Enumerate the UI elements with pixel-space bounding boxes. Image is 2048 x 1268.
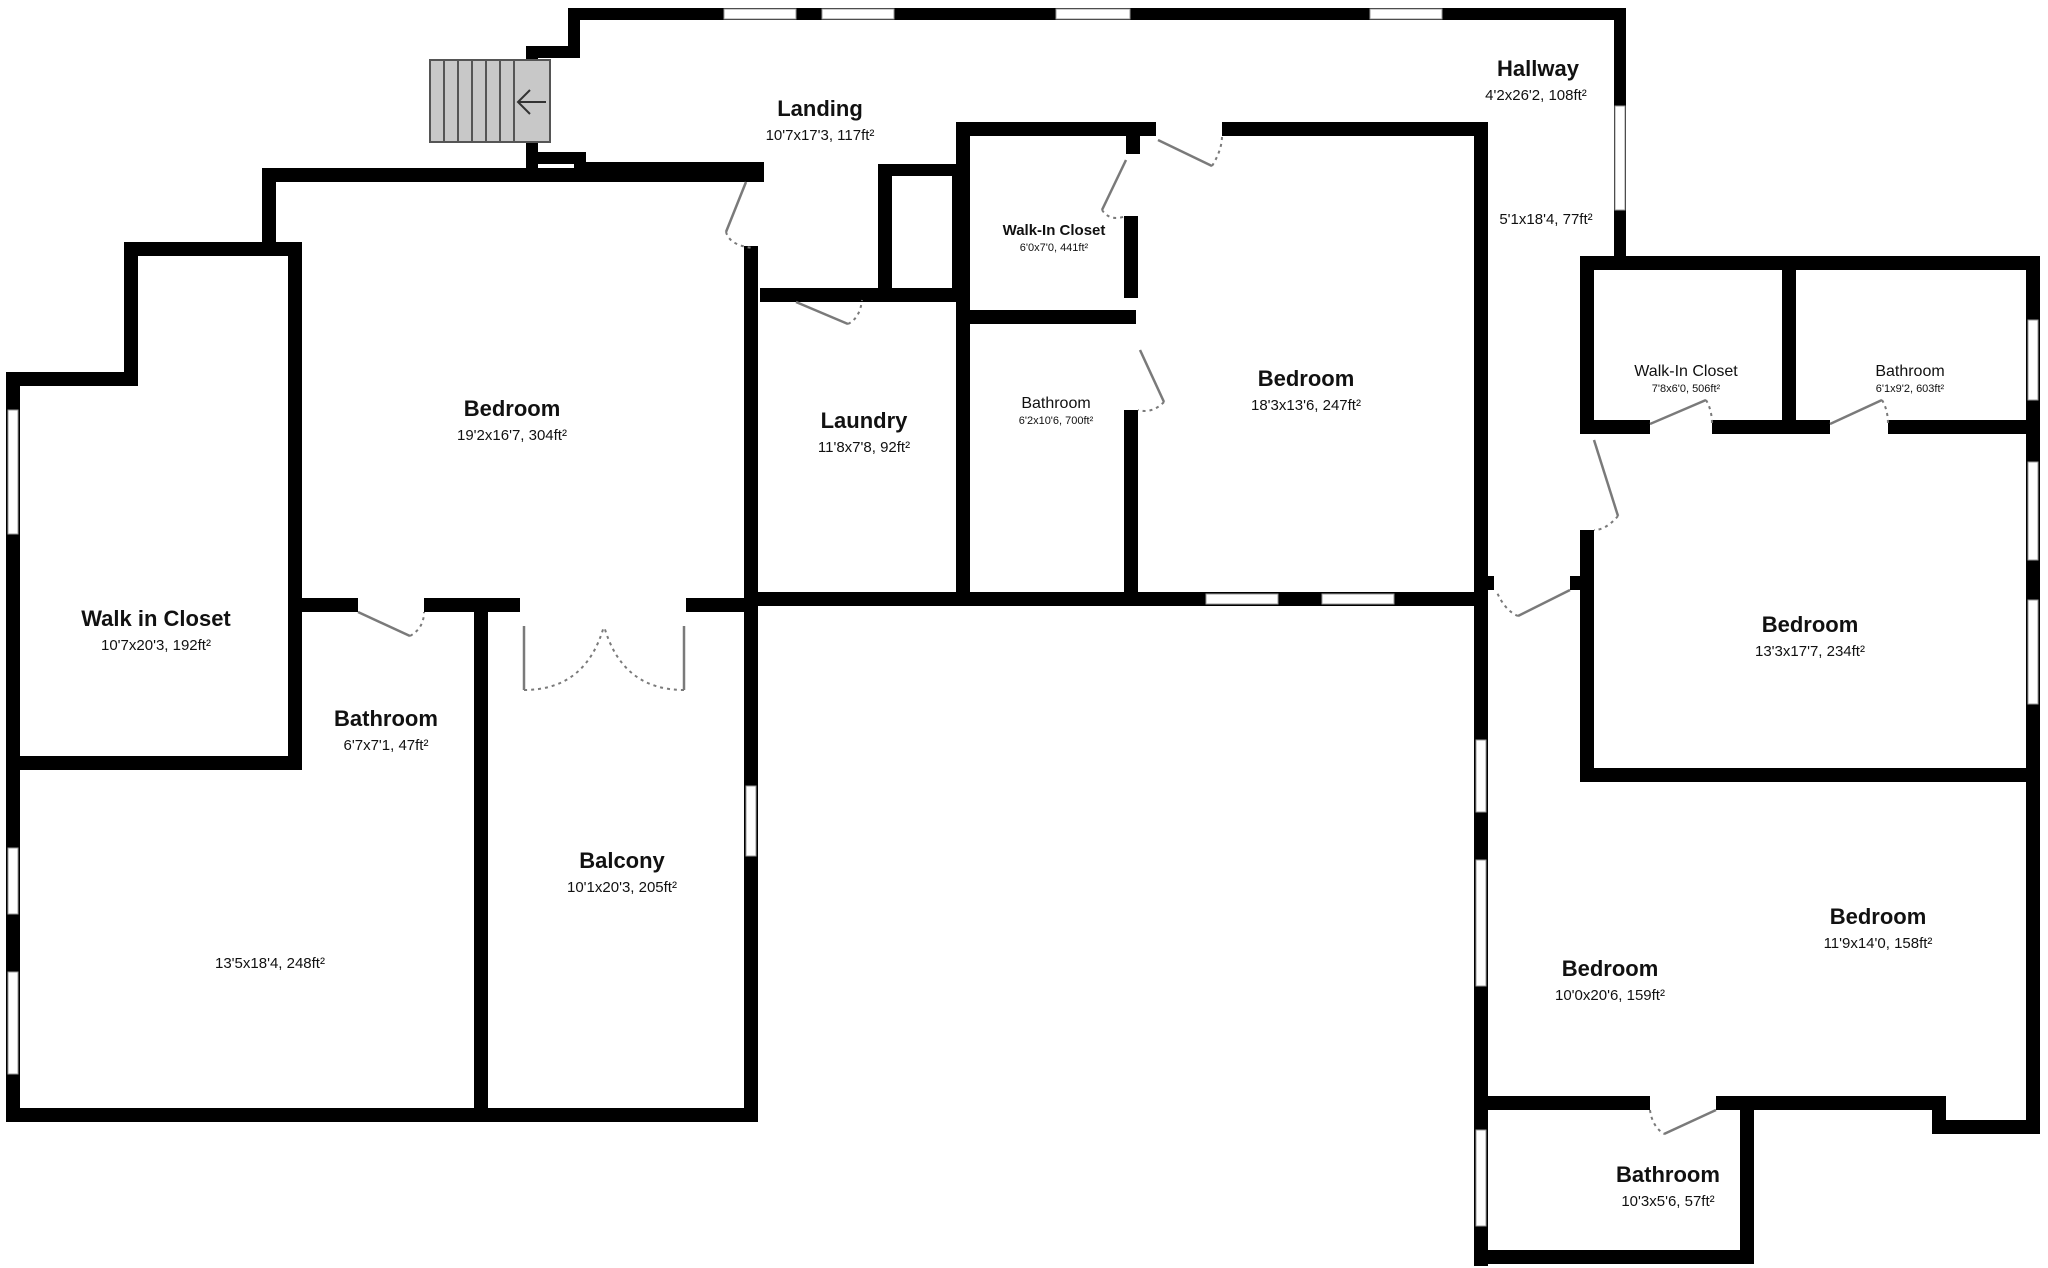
- room-labels: Landing 10'7x17'3, 117ft² Hallway 4'2x26…: [81, 56, 1944, 1210]
- hallway-label: Hallway: [1497, 56, 1580, 81]
- hallway-dims: 4'2x26'2, 108ft²: [1485, 87, 1587, 104]
- bedroom-4-dims: 11'9x14'0, 158ft²: [1824, 935, 1933, 952]
- bathroom-1-dims: 6'2x10'6, 700ft²: [1019, 415, 1094, 427]
- bedroom-4-label: Bedroom: [1830, 904, 1927, 929]
- balcony-dims: 10'1x20'3, 205ft²: [567, 879, 677, 896]
- bathroom-3-dims: 6'1x9'2, 603ft²: [1876, 383, 1945, 395]
- landing-label: Landing: [777, 96, 863, 121]
- hallway-lower-dims: 5'1x18'4, 77ft²: [1499, 211, 1592, 228]
- staircase: [429, 59, 551, 143]
- walk-in-closet-3-dims: 7'8x6'0, 506ft²: [1652, 383, 1721, 395]
- arrow-left-icon: [516, 89, 546, 115]
- unnamed-room-dims: 13'5x18'4, 248ft²: [215, 955, 325, 972]
- bedroom-2-dims: 19'2x16'7, 304ft²: [457, 427, 567, 444]
- bedroom-3-label: Bedroom: [1762, 612, 1859, 637]
- bathroom-1-label: Bathroom: [1021, 395, 1090, 412]
- bedroom-5-label: Bedroom: [1562, 956, 1659, 981]
- laundry-dims: 11'8x7'8, 92ft²: [818, 439, 910, 456]
- bathroom-3-label: Bathroom: [1875, 363, 1944, 380]
- walls: [6, 8, 2040, 1266]
- bathroom-2-dims: 6'7x7'1, 47ft²: [344, 737, 429, 754]
- walk-in-closet-1-label: Walk-In Closet: [1003, 222, 1106, 239]
- bedroom-5-dims: 10'0x20'6, 159ft²: [1555, 987, 1665, 1004]
- bathroom-2-label: Bathroom: [334, 706, 438, 731]
- windows: [7, 8, 2039, 1227]
- landing-dims: 10'7x17'3, 117ft²: [766, 127, 875, 144]
- walk-in-closet-2-dims: 10'7x20'3, 192ft²: [101, 637, 211, 654]
- laundry-label: Laundry: [821, 408, 909, 433]
- bedroom-3-dims: 13'3x17'7, 234ft²: [1755, 643, 1865, 660]
- doors: [357, 135, 1889, 1136]
- walk-in-closet-2-label: Walk in Closet: [81, 606, 231, 631]
- bedroom-1-label: Bedroom: [1258, 366, 1355, 391]
- walk-in-closet-3-label: Walk-In Closet: [1634, 363, 1738, 380]
- bathroom-4-label: Bathroom: [1616, 1162, 1720, 1187]
- balcony-label: Balcony: [579, 848, 665, 873]
- bedroom-2-label: Bedroom: [464, 396, 561, 421]
- bathroom-4-dims: 10'3x5'6, 57ft²: [1621, 1193, 1714, 1210]
- bedroom-1-dims: 18'3x13'6, 247ft²: [1251, 397, 1361, 414]
- walk-in-closet-1-dims: 6'0x7'0, 441ft²: [1020, 242, 1089, 254]
